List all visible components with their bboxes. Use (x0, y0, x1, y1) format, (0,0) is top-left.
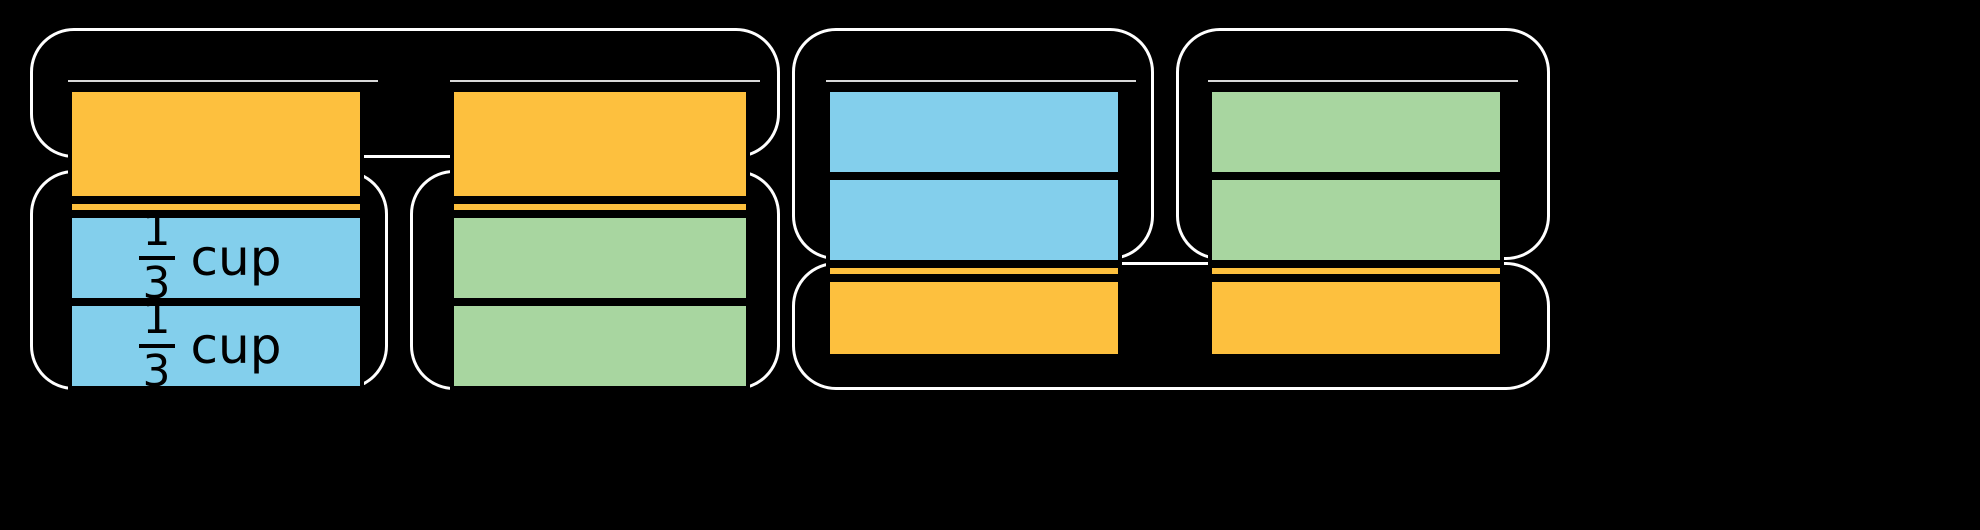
bar-segment (450, 88, 750, 200)
bar-segment (450, 200, 750, 214)
unit-label: cup (190, 317, 282, 375)
column-top-hairline (826, 80, 1136, 82)
fraction-numerator: 1 (142, 205, 171, 257)
bar-segment (826, 176, 1122, 264)
bar-segment (1208, 264, 1504, 278)
fraction-rule (138, 344, 175, 348)
bar-segment (68, 200, 364, 214)
unit-label: cup (190, 229, 282, 287)
fraction-numerator: 1 (142, 293, 171, 345)
bar-segment (1208, 176, 1504, 264)
column-3 (826, 0, 1122, 530)
column-2 (450, 0, 750, 530)
bar-segment (450, 214, 750, 302)
bar-segment (826, 278, 1122, 358)
column-4 (1208, 0, 1504, 530)
column-top-hairline (1208, 80, 1518, 82)
bar-segment (1208, 278, 1504, 358)
bar-segment (1208, 88, 1504, 176)
fraction-denominator: 3 (142, 258, 171, 309)
bar-segment (68, 88, 364, 200)
bar-segment (826, 264, 1122, 278)
column-top-hairline (450, 80, 760, 82)
fraction-denominator: 3 (142, 346, 171, 397)
bar-segment (450, 302, 750, 390)
fraction-rule (138, 256, 175, 260)
bar-segment (826, 88, 1122, 176)
column-top-hairline (68, 80, 378, 82)
